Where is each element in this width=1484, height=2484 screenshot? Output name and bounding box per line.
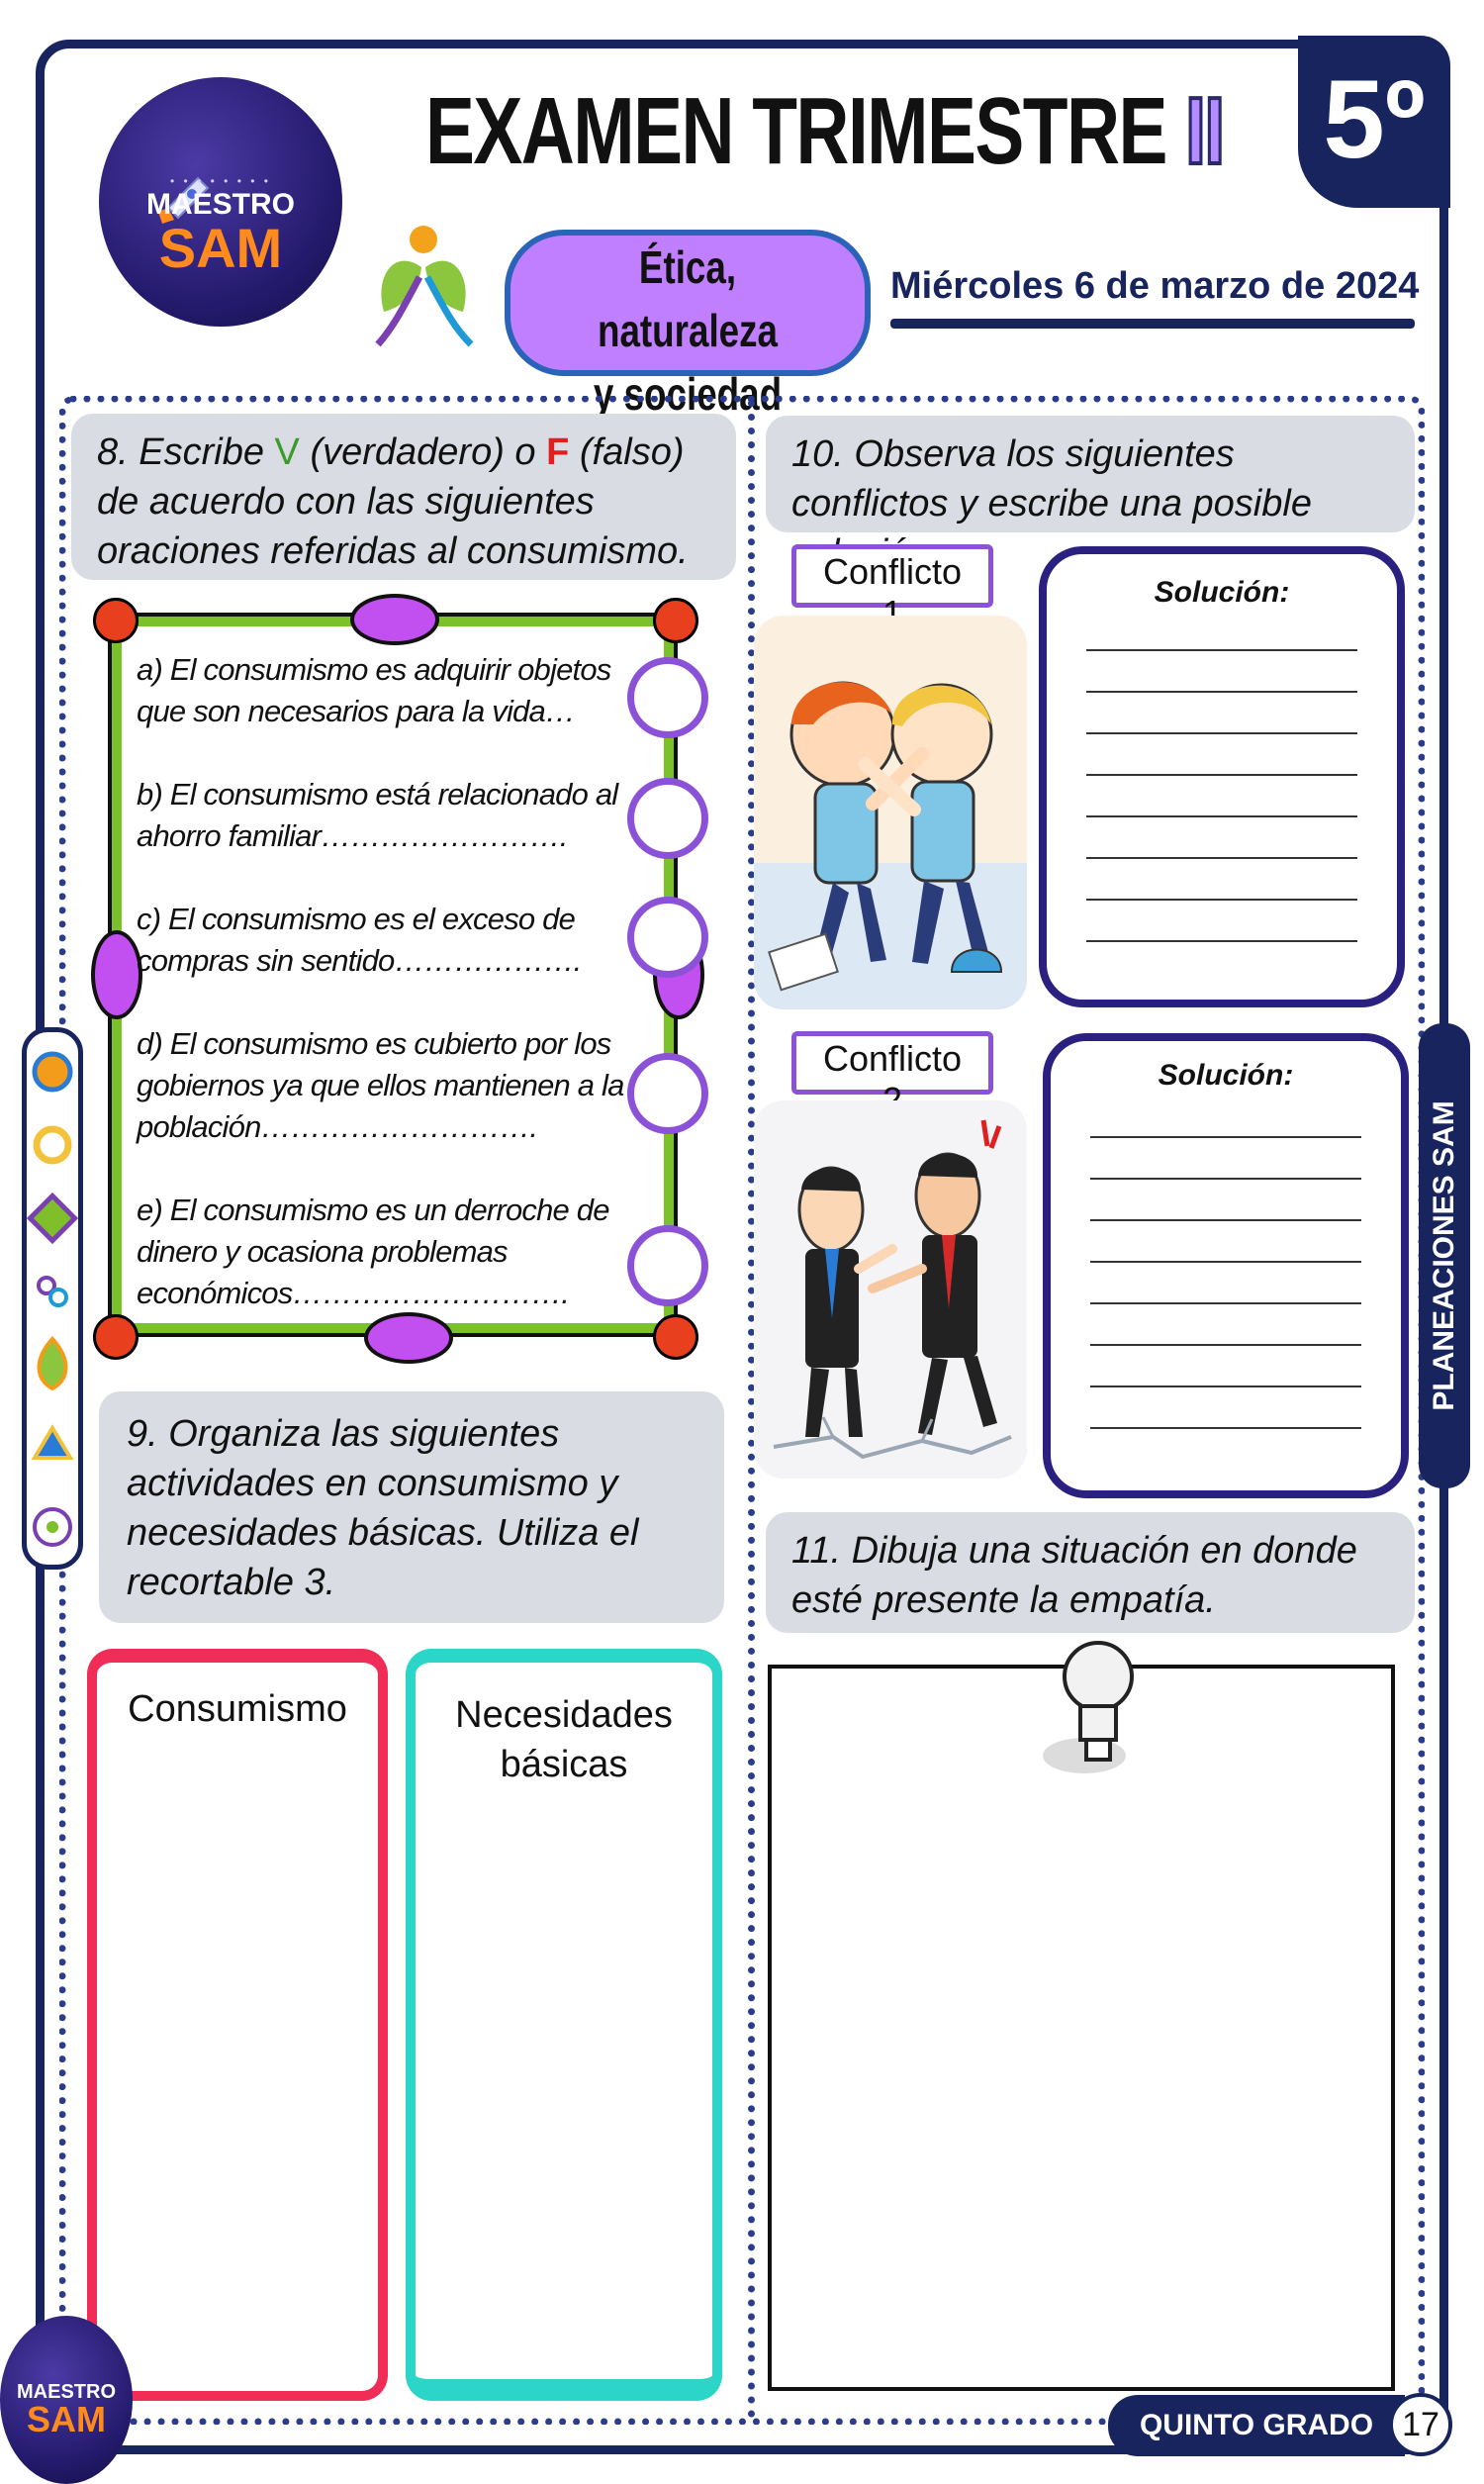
answer-line (1090, 1136, 1361, 1138)
q8-statement-a: a) El consumismo es adquirir objetos que… (137, 652, 611, 728)
footer-logo: MAESTRO SAM (0, 2316, 133, 2484)
answer-line (1086, 815, 1357, 817)
conflict-1-label: Conflicto 1 (791, 544, 993, 633)
q8-statement-b: b) El consumismo está relacionado al aho… (137, 777, 618, 853)
q8-prompt: 8. Escribe V (verdadero) o F (falso) de … (71, 414, 736, 580)
exam-date: Miércoles 6 de marzo de 2024 (890, 265, 1420, 307)
answer-line (1086, 857, 1357, 859)
frame-ornament (91, 930, 142, 1019)
column-divider (748, 400, 755, 2419)
q8-prompt-end: (falso) de acuerdo con las siguientes or… (97, 431, 689, 572)
consumismo-box[interactable]: Consumismo (87, 1649, 388, 2401)
answer-line (1090, 1344, 1361, 1346)
answer-line (1090, 1385, 1361, 1387)
side-brand-tab: PLANEACIONES SAM (1419, 1023, 1470, 1488)
frame-ornament (364, 1312, 453, 1364)
exam-title-roman: II (1184, 76, 1227, 186)
date-underline (890, 319, 1415, 329)
answer-line (1090, 1261, 1361, 1263)
q8-f-letter: F (546, 431, 570, 473)
necesidades-label-2: básicas (500, 1744, 628, 1785)
logo-text-sam: SAM (158, 217, 283, 279)
solution-box-2[interactable]: Solución: (1043, 1033, 1409, 1498)
solution-box-1[interactable]: Solución: (1039, 546, 1405, 1007)
subject-line-1: Ética, naturaleza (597, 241, 779, 356)
q8-answer-circle-e[interactable] (627, 1225, 708, 1306)
maestro-sam-logo: • • • • • • • • MAESTRO SAM (99, 77, 342, 327)
footer-logo-sam: SAM (27, 2399, 106, 2439)
frame-corner-dot (93, 1314, 139, 1360)
q8-answer-circle-d[interactable] (627, 1053, 708, 1134)
rocket-icon (158, 176, 210, 224)
answer-line (1086, 899, 1357, 901)
q10-prompt: 10. Observa los siguientes conflictos y … (766, 416, 1415, 574)
conflict-1-illustration (754, 616, 1027, 1009)
grade-footer-tab: QUINTO GRADO (1108, 2395, 1405, 2456)
subject-icons (26, 1051, 79, 1547)
footer-logo-maestro: MAESTRO (17, 2381, 116, 2403)
logo-text-maestro: MAESTRO (146, 188, 295, 221)
exam-title: EXAMEN TRIMESTRE II (425, 76, 1227, 186)
answer-line (1090, 1302, 1361, 1304)
answer-line (1090, 1178, 1361, 1180)
consumismo-label: Consumismo (128, 1688, 347, 1730)
q9-prompt: 9. Organiza las siguientes actividades e… (99, 1391, 724, 1623)
left-icon-strip (22, 1027, 83, 1570)
grade-badge: 5º (1298, 36, 1450, 208)
q11-prompt: 11. Dibuja una situación en donde esté p… (766, 1512, 1415, 1633)
subject-emblem-icon (375, 226, 474, 347)
q8-prompt-middle: (verdadero) o (299, 431, 547, 473)
q8-answer-circle-a[interactable] (627, 657, 708, 738)
frame-corner-dot (93, 598, 139, 643)
drawing-area[interactable] (768, 1665, 1395, 2391)
answer-line (1086, 940, 1357, 942)
exam-title-text: EXAMEN TRIMESTRE (425, 78, 1167, 184)
conflict-2-illustration (754, 1100, 1027, 1479)
solution-1-label: Solución: (1154, 576, 1290, 609)
frame-ornament (350, 594, 439, 645)
conflict-2-label: Conflicto 2 (791, 1031, 993, 1120)
q8-statement-e: e) El consumismo es un derroche de diner… (137, 1193, 609, 1310)
answer-line (1086, 732, 1357, 734)
solution-2-label: Solución: (1158, 1059, 1294, 1092)
logo-subtitle: • • • • • • • • (170, 174, 271, 188)
q8-statement-d: d) El consumismo es cubierto por los gob… (137, 1026, 624, 1144)
page-number: 17 (1389, 2393, 1452, 2456)
q8-statement-c: c) El consumismo es el exceso de compras… (137, 902, 582, 978)
answer-line (1086, 691, 1357, 693)
answer-line (1086, 774, 1357, 776)
subject-badge: Ética, naturaleza y sociedad (505, 230, 871, 420)
frame-corner-dot (653, 598, 698, 643)
q8-prompt-start: 8. Escribe (97, 431, 275, 473)
side-brand-text: PLANEACIONES SAM (1428, 1100, 1460, 1411)
q8-answer-circle-c[interactable] (627, 897, 708, 978)
necesidades-label-1: Necesidades (455, 1694, 673, 1736)
q8-v-letter: V (274, 431, 300, 473)
pushpin-icon (1043, 1641, 1134, 1773)
q8-answer-circle-b[interactable] (627, 778, 708, 859)
answer-line (1090, 1219, 1361, 1221)
answer-line (1086, 649, 1357, 651)
frame-corner-dot (653, 1314, 698, 1360)
answer-line (1090, 1427, 1361, 1429)
necesidades-basicas-box[interactable]: Necesidades básicas (406, 1649, 722, 2401)
